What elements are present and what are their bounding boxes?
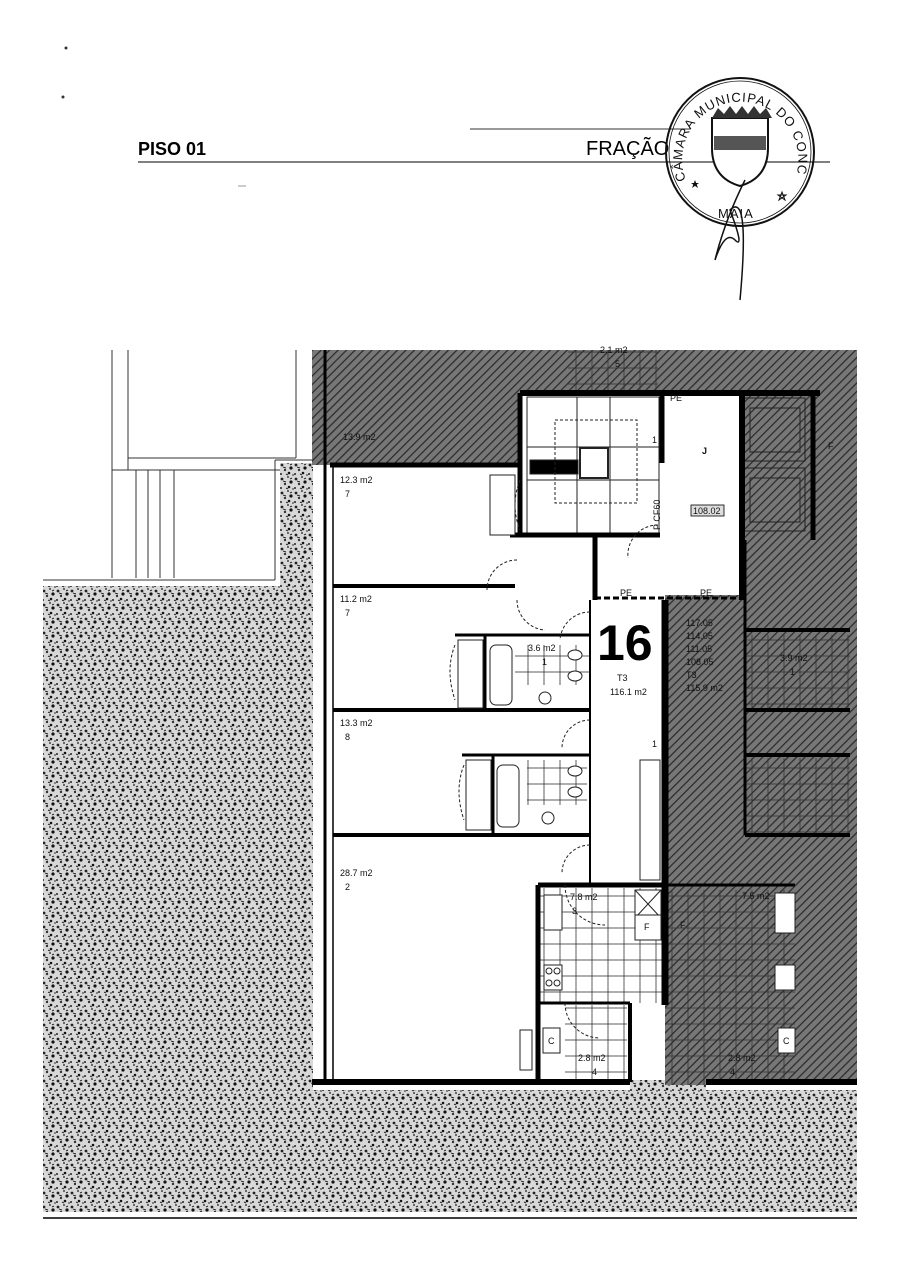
fridge-label: F xyxy=(644,922,650,932)
door-swings xyxy=(449,479,659,1039)
neighbor-level: 117.05 xyxy=(686,618,713,628)
gravel-areas xyxy=(43,463,857,1219)
star-icon xyxy=(776,190,788,202)
toilet-icon xyxy=(567,649,583,661)
stairwell xyxy=(526,396,806,535)
unit-16 xyxy=(312,350,857,1085)
neighbor-bath-area: 3.9 m2 xyxy=(780,653,808,663)
signature xyxy=(714,179,746,301)
bidet-icon xyxy=(567,670,583,682)
toilet-icon xyxy=(567,765,583,777)
unit-area: 116.1 m2 xyxy=(610,687,647,697)
neighbor-laundry-number: 4 xyxy=(730,1067,735,1077)
bidet-icon xyxy=(567,786,583,798)
neighbor-boiler: C xyxy=(783,1036,790,1046)
bedroom2-number: 7 xyxy=(345,608,350,618)
bath1-area: 3.6 m2 xyxy=(528,643,556,653)
neighbor-level: 108.05 xyxy=(686,657,714,667)
pe-label: PE xyxy=(700,588,712,598)
kitchen-sink-icon xyxy=(543,894,563,931)
neighbor-elevator-fridge: F xyxy=(828,441,834,451)
boiler-label: C xyxy=(548,1036,555,1046)
svg-text:CÂMARA MUNICIPAL DO CONCELHO: CÂMARA MUNICIPAL DO CONCELHO xyxy=(0,0,810,183)
star-icon xyxy=(691,180,699,188)
pe-label: PE xyxy=(620,588,632,598)
stair-label: J xyxy=(702,446,707,456)
bedroom3-number: 8 xyxy=(345,732,350,742)
laundry-area: 2.8 m2 xyxy=(578,1053,606,1063)
neighbor-level: 111.05 xyxy=(686,644,712,654)
neighbor-laundry-area: 2.8 m2 xyxy=(728,1053,756,1063)
municipal-seal: CÂMARA MUNICIPAL DO CONCELHO MAIA xyxy=(0,0,815,301)
pe-label: PE xyxy=(670,393,682,403)
bedroom3-area: 13.3 m2 xyxy=(340,718,373,728)
kitchen-area: 7.8 m2 xyxy=(570,892,598,902)
bathtub-icon xyxy=(489,644,513,706)
adjacent-building xyxy=(43,350,312,581)
terrace-area: 13.9 m2 xyxy=(343,432,376,442)
level-mark: 108.02 xyxy=(693,506,721,516)
title-block: PISO 01 FRAÇÃO xyxy=(61,46,830,187)
neighbor-area: 115.9 m2 xyxy=(686,683,723,693)
bedroom2-area: 11.2 m2 xyxy=(340,594,372,604)
laundry-number: 4 xyxy=(592,1067,597,1077)
corridor-number: 1 xyxy=(652,739,657,749)
fixtures xyxy=(457,474,796,1071)
seal-city: MAIA xyxy=(718,206,754,221)
bedroom1-area: 12.3 m2 xyxy=(340,475,373,485)
neighbor-fridge: F xyxy=(680,920,686,930)
neighbor-level: 114.05 xyxy=(686,631,713,641)
wc-area: 2.1 m2 xyxy=(600,345,628,355)
bedroom1-number: 7 xyxy=(345,489,350,499)
stair-mark: 1 xyxy=(652,435,657,445)
neighbor-typology: T3 xyxy=(686,670,697,680)
living-number: 2 xyxy=(345,882,350,892)
neighbor-bath-number: 1 xyxy=(790,667,795,677)
neighbor-kitchen-area: 7.5 m2 xyxy=(742,891,770,901)
sink-icon xyxy=(538,691,552,705)
kitchen-number: 3 xyxy=(572,906,577,916)
room-labels: 13.9 m2 2.1 m2 5 12.3 m2 7 11.2 m2 7 3.6… xyxy=(340,345,834,1077)
sink-icon xyxy=(541,811,555,825)
floor-title: PISO 01 xyxy=(138,139,206,159)
bathtub-icon xyxy=(496,764,520,828)
fire-door-label: P CF60 xyxy=(652,500,662,530)
seal-text: CÂMARA MUNICIPAL DO CONCELHO xyxy=(0,0,809,183)
fraction-label: FRAÇÃO xyxy=(586,136,669,160)
washer-icon xyxy=(519,1029,533,1071)
bath1-number: 1 xyxy=(542,657,547,667)
unit-typology: T3 xyxy=(617,673,628,683)
unit-number: 16 xyxy=(597,615,653,671)
coat-of-arms-icon xyxy=(711,117,769,188)
wc-number: 5 xyxy=(615,359,620,369)
living-area: 28.7 m2 xyxy=(340,868,373,878)
